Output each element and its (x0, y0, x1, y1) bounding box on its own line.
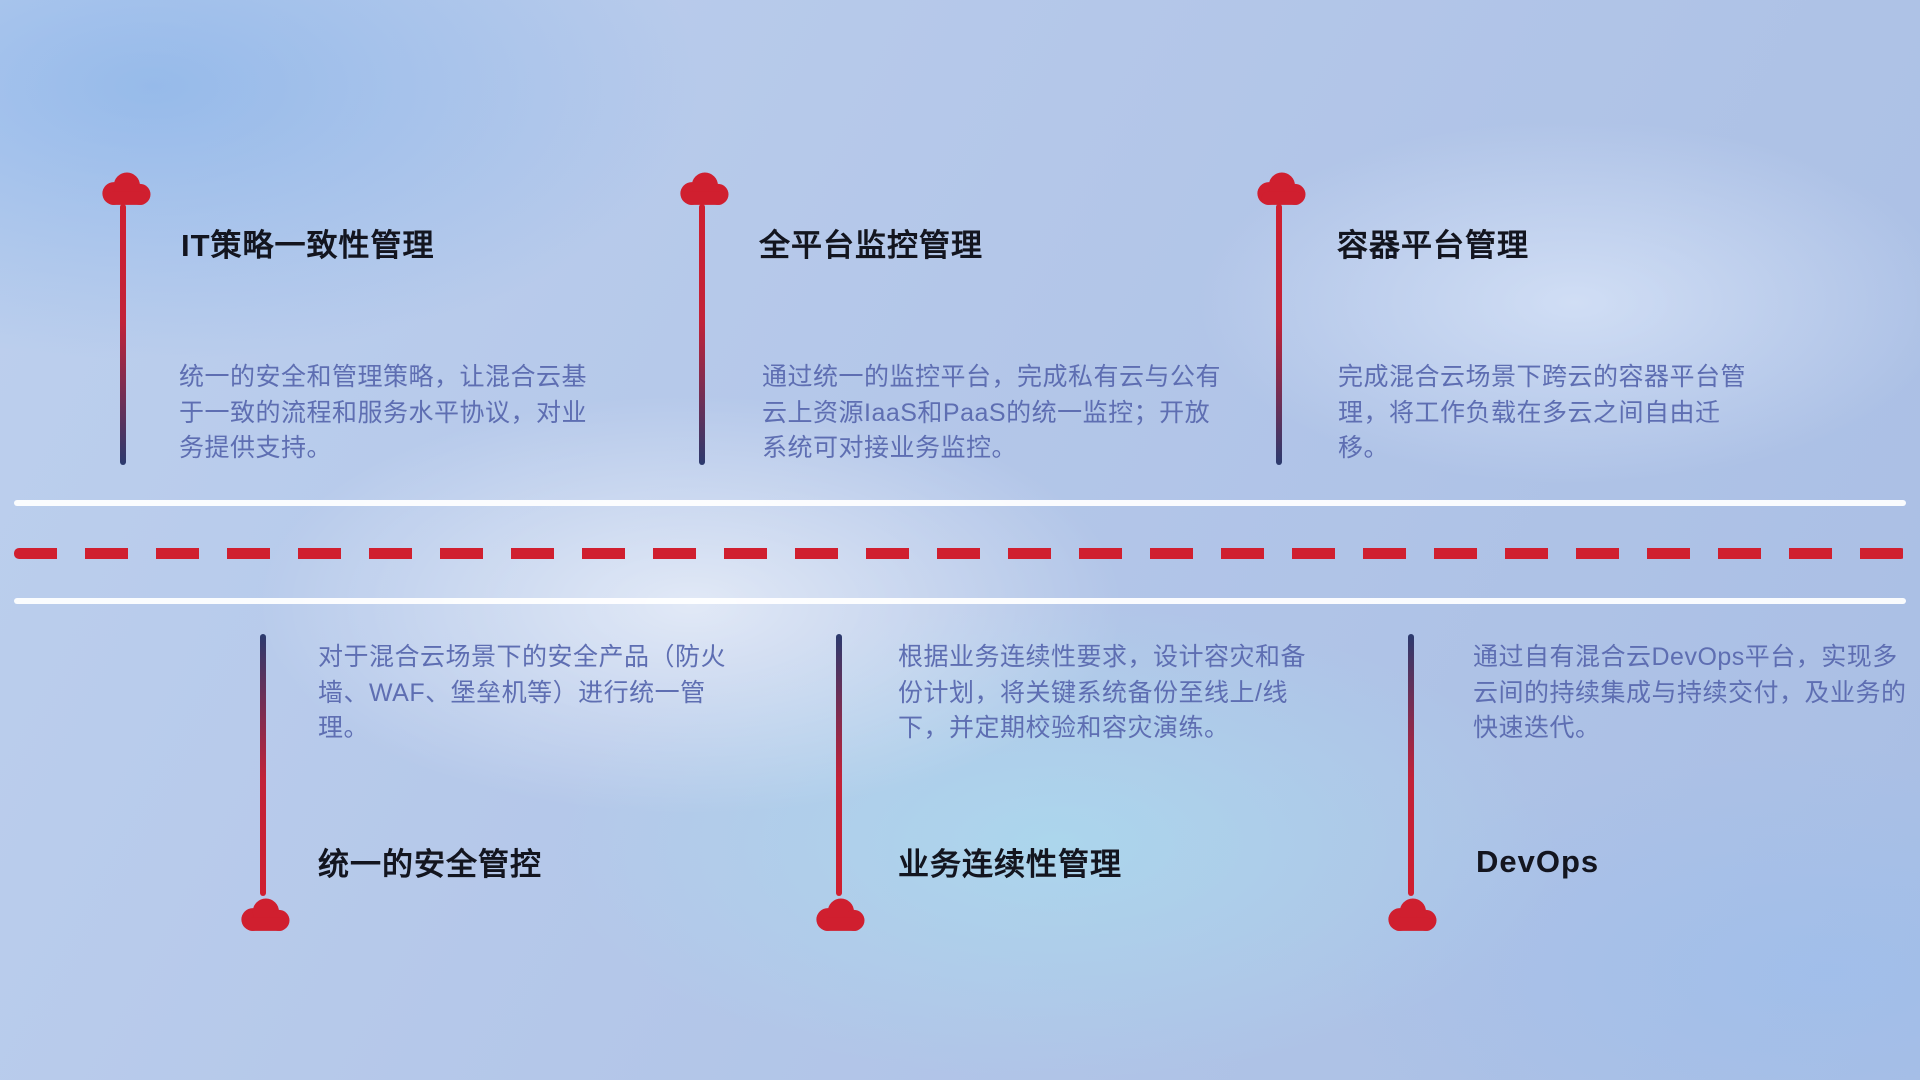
road-dashed-centerline (14, 548, 1906, 559)
item-description: 通过自有混合云DevOps平台，实现多云间的持续集成与持续交付，及业务的快速迭代… (1473, 643, 1907, 742)
item-description: 通过统一的监控平台，完成私有云与公有云上资源IaaS和PaaS的统一监控；开放系… (762, 363, 1222, 462)
connector-line (836, 634, 842, 896)
cloud-icon (676, 170, 732, 210)
cloud-icon (1253, 170, 1309, 210)
item-description: 根据业务连续性要求，设计容灾和备份计划，将关键系统备份至线上/线下，并定期校验和… (898, 643, 1307, 742)
item-title: 业务连续性管理 (898, 847, 1122, 882)
connector-line (120, 204, 126, 465)
cloud-icon (98, 170, 154, 210)
item-title: 容器平台管理 (1337, 228, 1529, 263)
cloud-icon (812, 896, 868, 936)
item-title: IT策略一致性管理 (181, 228, 435, 263)
cloud-icon (237, 896, 293, 936)
item-description: 统一的安全和管理策略，让混合云基于一致的流程和服务水平协议，对业务提供支持。 (179, 363, 588, 462)
connector-line (1408, 634, 1414, 896)
road-line-top (14, 500, 1906, 506)
connector-line (260, 634, 266, 896)
connector-line (699, 204, 705, 465)
connector-line (1276, 204, 1282, 465)
item-title: 统一的安全管控 (318, 847, 542, 882)
cloud-icon (1384, 896, 1440, 936)
road-line-bottom (14, 598, 1906, 604)
item-description: 对于混合云场景下的安全产品（防火墙、WAF、堡垒机等）进行统一管理。 (318, 643, 727, 742)
item-title: 全平台监控管理 (759, 228, 983, 263)
item-title: DevOps (1476, 844, 1600, 879)
item-description: 完成混合云场景下跨云的容器平台管理，将工作负载在多云之间自由迁移。 (1338, 363, 1747, 462)
